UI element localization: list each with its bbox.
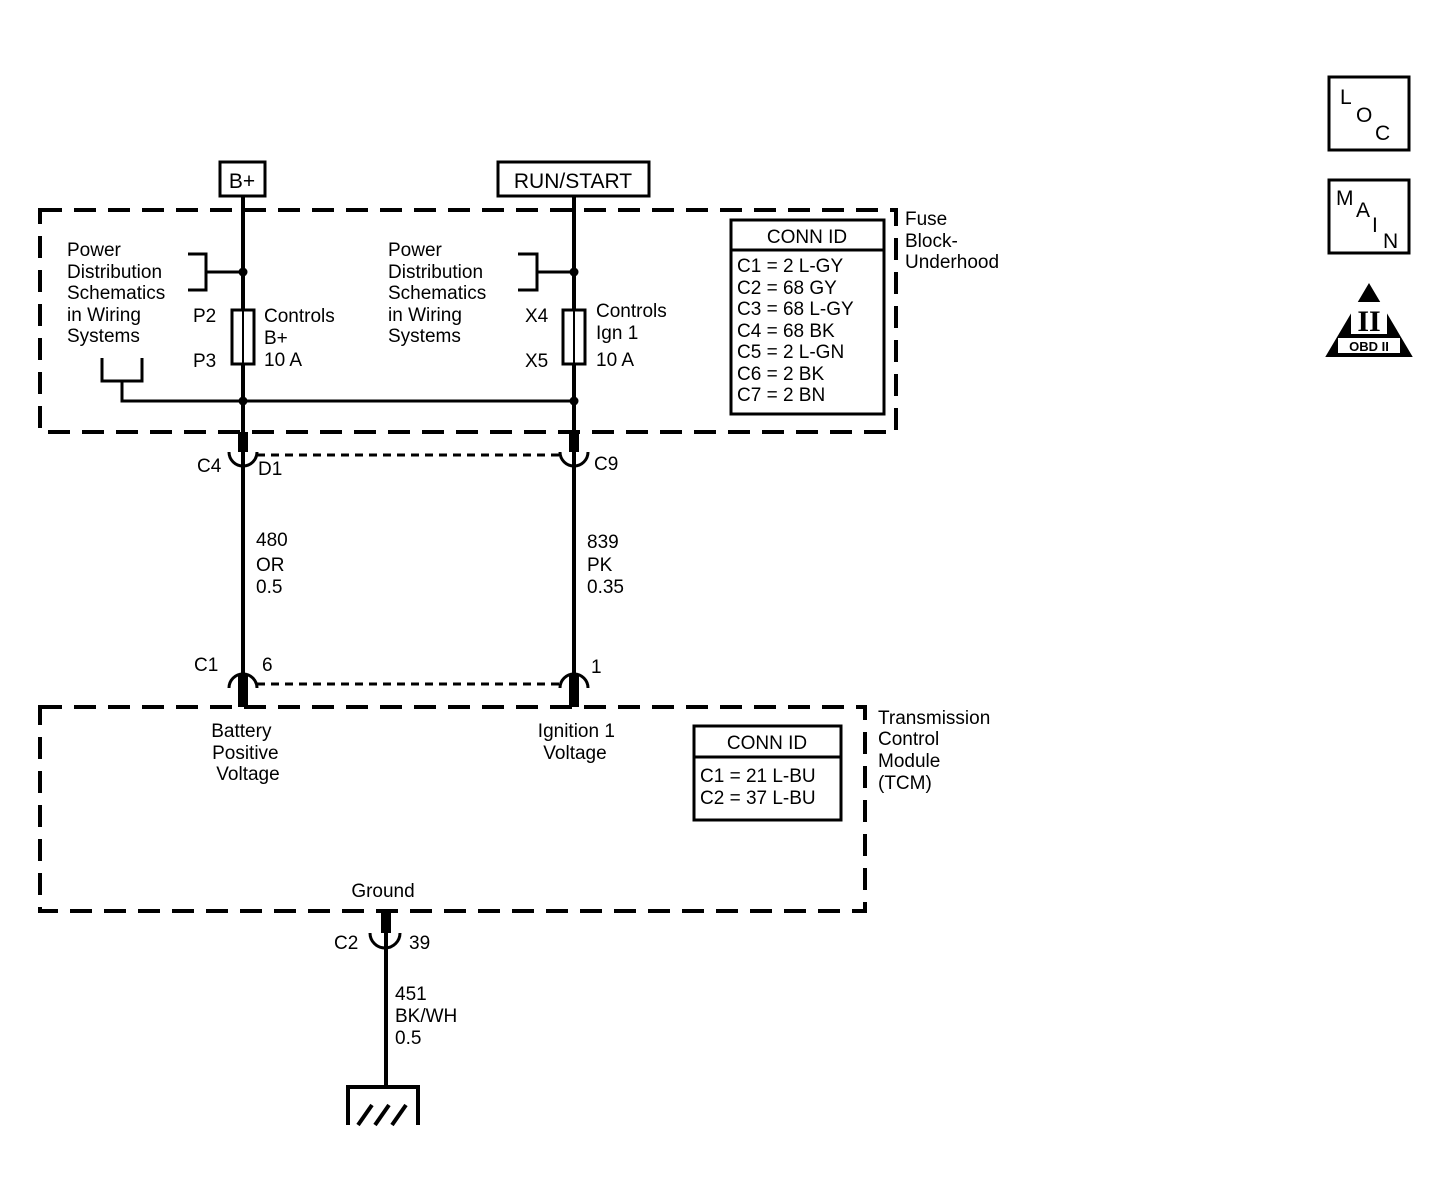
main-letter-n: N (1383, 230, 1398, 253)
ground-label: Ground (351, 881, 414, 902)
splice-dots (238, 267, 579, 406)
main-button[interactable]: M A I N (1327, 178, 1411, 255)
bplus-source: B+ (218, 160, 267, 198)
ground-connector (368, 911, 402, 1085)
wire-480-label: 480 OR 0.5 (256, 530, 293, 598)
fuse-bplus-label: Controls B+ 10 A (264, 306, 340, 371)
fuse-block: Fuse Block- Underhood (38, 208, 999, 434)
fuse-block-name: Fuse Block- Underhood (905, 209, 999, 273)
right-power-dist-note: Power Distribution Schematics in Wiring … (388, 240, 491, 347)
obd-ii-button[interactable]: II OBD II (1325, 283, 1413, 357)
battery-positive-voltage-label: Battery Positive Voltage (211, 721, 284, 785)
fuse-bplus-bottom-pin: P3 (193, 351, 216, 372)
ignition-voltage-label: Ignition 1 Voltage (538, 721, 620, 764)
fuse-ign-top-pin: X4 (525, 306, 549, 327)
tcm-top-connectors (227, 672, 590, 707)
fuse-bplus-top-pin: P2 (193, 306, 216, 327)
fuse-bplus (230, 308, 256, 366)
tcm-name: Transmission Control Module (TCM) (878, 708, 996, 794)
obd-label: OBD II (1349, 339, 1389, 354)
tcm-module: Transmission Control Module (TCM) (38, 705, 996, 913)
main-letter-i: I (1372, 214, 1378, 237)
fuse-block-connectors (227, 432, 590, 675)
run-start-label: RUN/START (514, 170, 632, 193)
main-letter-m: M (1336, 187, 1354, 210)
tcm-pin-1: 1 (591, 657, 602, 678)
wire-451-label: 451 BK/WH 0.5 (395, 984, 463, 1049)
bplus-label: B+ (229, 170, 255, 193)
note-brackets (100, 252, 574, 403)
wire-839-label: 839 PK 0.35 (587, 532, 624, 598)
tcm-conn-table-title: CONN ID (727, 733, 807, 754)
loc-letter-o: O (1356, 104, 1372, 127)
tcm-conn-table: CONN ID C1 = 21 L-BU C2 = 37 L-BU (692, 724, 843, 822)
run-start-source: RUN/START (496, 160, 651, 198)
fuse-ign-bottom-pin: X5 (525, 351, 548, 372)
connector-d1: D1 (258, 459, 282, 480)
loc-letter-c: C (1375, 122, 1390, 145)
fuse-ign-label: Controls Ign 1 10 A (596, 301, 672, 371)
ground-pin-39: 39 (409, 933, 430, 954)
tcm-conn-table-rows: C1 = 21 L-BU C2 = 37 L-BU (700, 766, 821, 809)
conn-table-rows: C1 = 2 L-GY C2 = 68 GY C3 = 68 L-GY C4 =… (737, 256, 859, 406)
fuse-ign (561, 308, 587, 366)
main-letter-a: A (1356, 199, 1370, 222)
connector-c4: C4 (197, 456, 222, 477)
fuse-block-conn-table: CONN ID C1 = 2 L-GY C2 = 68 GY C3 = 68 L… (729, 218, 886, 416)
conn-table-title: CONN ID (767, 227, 847, 248)
loc-button[interactable]: L O C (1327, 75, 1411, 152)
loc-letter-l: L (1340, 86, 1352, 109)
left-power-dist-note: Power Distribution Schematics in Wiring … (67, 240, 170, 347)
ground-connector-c2: C2 (334, 933, 358, 954)
obd-roman-numeral: II (1357, 305, 1380, 338)
connector-c9: C9 (594, 454, 618, 475)
tcm-pin-6: 6 (262, 655, 273, 676)
tcm-connector-c1: C1 (194, 655, 218, 676)
ground-symbol-icon (346, 1085, 420, 1127)
